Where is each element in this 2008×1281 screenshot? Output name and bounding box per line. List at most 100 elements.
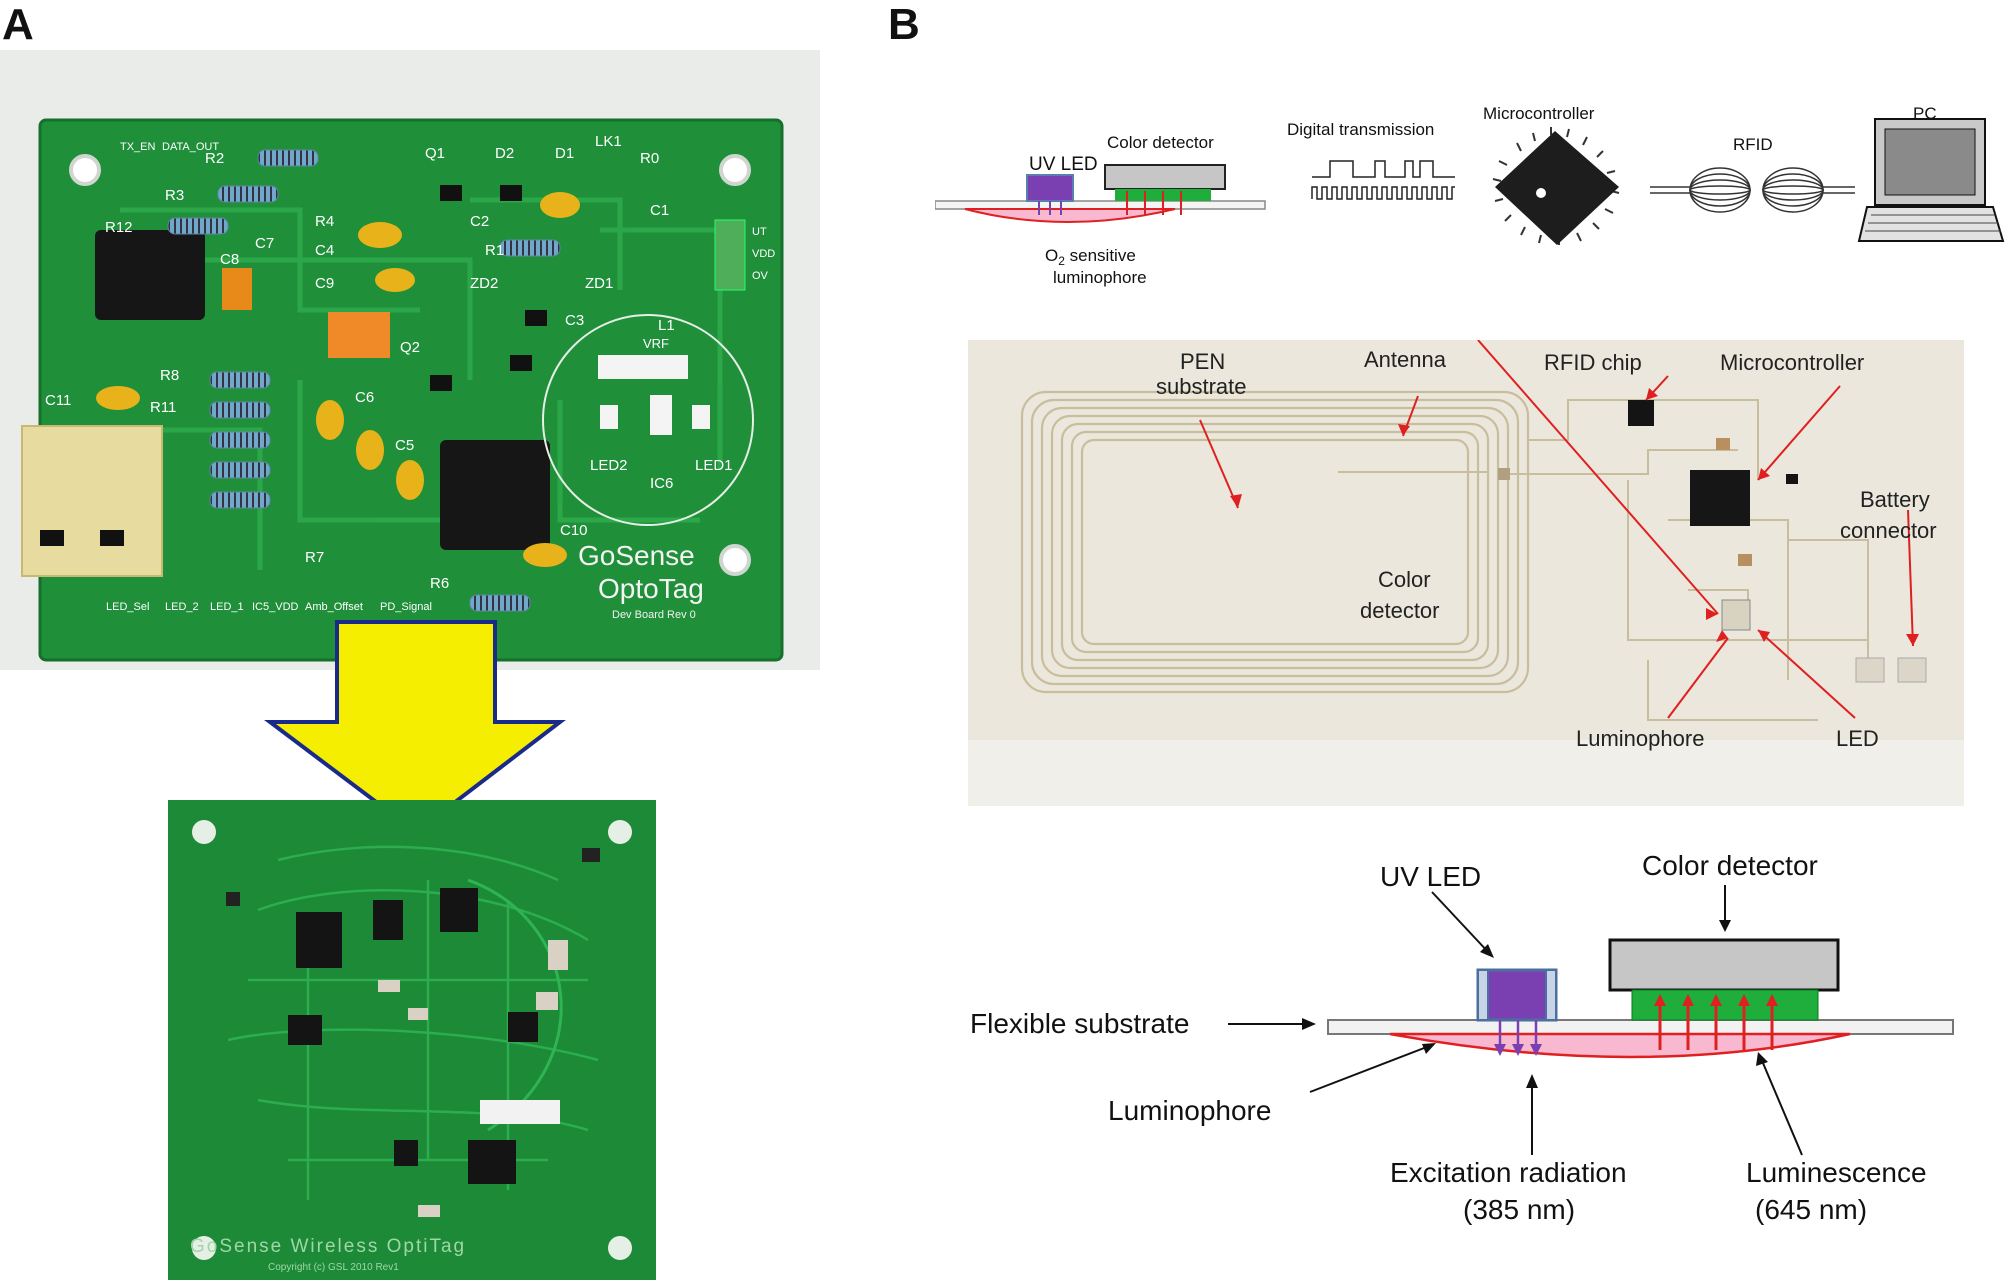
silk-label: ZD1 — [585, 275, 613, 292]
color-detector-device — [1608, 938, 1840, 992]
microcontroller-part — [1690, 470, 1750, 526]
silk-bottom-label: PD_Signal — [380, 601, 432, 613]
label-flexible-substrate: Flexible substrate — [970, 1008, 1189, 1039]
luminophore-film — [1389, 1032, 1851, 1059]
silk-label: LED1 — [695, 457, 733, 474]
silk-label: R7 — [305, 549, 324, 566]
wireless-board-photo: GoSense Wireless OptiTag Copyright (c) G… — [168, 800, 656, 1280]
silk-label: D1 — [555, 145, 574, 162]
silk-label: R2 — [205, 150, 224, 167]
label-rfid-chip: RFID chip — [1544, 350, 1642, 375]
silk-label: C6 — [355, 389, 374, 406]
wireless-board-silkscreen: GoSense Wireless OptiTag — [190, 1236, 466, 1257]
label-led-photo: LED — [1836, 726, 1879, 751]
silk-label: R4 — [315, 213, 334, 230]
photo-pointer-heads — [1230, 388, 1919, 646]
label-rfid: RFID — [1733, 135, 1773, 154]
printed-tag-photo: PEN substrate Antenna RFID chip Microcon… — [968, 340, 1964, 806]
silk-label: LED2 — [590, 457, 628, 474]
silk-label: UT — [752, 226, 767, 238]
label-luminescence-line2: (645 nm) — [1755, 1194, 1867, 1225]
label-color-detector-line1: Color — [1378, 567, 1431, 592]
label-color-detector-line2: detector — [1360, 598, 1440, 623]
silk-label: R0 — [640, 150, 659, 167]
battery-pad-2 — [1897, 657, 1927, 683]
rfid-chip-part — [1628, 400, 1654, 426]
label-excitation-line2: (385 nm) — [1463, 1194, 1575, 1225]
silk-label: C2 — [470, 213, 489, 230]
label-uv-led-top: UV LED — [1029, 154, 1098, 175]
silk-label: IC6 — [650, 475, 673, 492]
silk-label: R12 — [105, 219, 133, 236]
silk-label: R11 — [150, 399, 176, 416]
battery-pad-1 — [1855, 657, 1885, 683]
silk-label: L1 — [658, 317, 675, 334]
label-excitation-line1: Excitation radiation — [1390, 1157, 1627, 1188]
silk-label: R8 — [160, 367, 179, 384]
photo-pointer-arrows — [1199, 340, 1914, 719]
silk-label: C9 — [315, 275, 334, 292]
silk-bottom-label: LED_2 — [165, 601, 199, 613]
silk-bottom-label: LED_1 — [210, 601, 244, 613]
label-luminophore-cross: Luminophore — [1108, 1095, 1271, 1126]
silk-data-out: DATA_OUT — [162, 141, 219, 153]
silk-label: OV — [752, 270, 769, 282]
pc-laptop-icon — [1857, 118, 2005, 242]
silk-label: VRF — [643, 336, 669, 351]
label-luminescence-line1: Luminescence — [1746, 1157, 1927, 1188]
silk-label: R1 — [485, 242, 504, 259]
silk-bottom-label: IC5_VDD — [252, 601, 299, 613]
silk-label: Q2 — [400, 339, 420, 356]
label-color-detector-cross: Color detector — [1642, 850, 1818, 881]
label-battery-line1: Battery — [1860, 487, 1930, 512]
luminophore-layer — [964, 208, 1176, 223]
label-luminophore-photo: Luminophore — [1576, 726, 1704, 751]
rfid-coils-icon — [1650, 167, 1855, 213]
silk-label: VDD — [752, 248, 775, 260]
silk-label: C8 — [220, 251, 239, 268]
label-microcontroller-top: Microcontroller — [1483, 104, 1595, 123]
silk-bottom-label: Amb_Offset — [305, 601, 363, 613]
panel-label-a: A — [2, 0, 34, 49]
color-detector-block — [1104, 164, 1226, 190]
silk-label: C4 — [315, 242, 334, 259]
label-pen-line1: PEN — [1180, 349, 1225, 374]
silk-label: LK1 — [595, 133, 622, 150]
silk-label: R3 — [165, 187, 184, 204]
silk-label: C1 — [650, 202, 669, 219]
label-o2-luminophore-line1: O2 sensitive — [1045, 246, 1136, 268]
uv-led-device — [1476, 968, 1558, 1022]
label-pc: PC — [1913, 104, 1937, 123]
microcontroller-icon — [1492, 127, 1620, 245]
sensor-cross-section: UV LED Color detector Flexible substrate… — [970, 850, 1954, 1225]
silk-label: C11 — [45, 392, 71, 409]
board-logo-optotag: OptoTag — [598, 573, 704, 604]
silk-bottom-label: LED_Sel — [106, 601, 149, 613]
old-dev-board-photo: TX_EN DATA_OUT R2 R3 R12 C7 C8 Q1 D2 D1 … — [0, 50, 820, 670]
silk-label: C10 — [560, 522, 588, 539]
flexible-substrate-strip — [1327, 1019, 1954, 1035]
label-pen-line2: substrate — [1156, 374, 1247, 399]
silk-label: Q1 — [425, 145, 445, 162]
label-o2-luminophore-line2: luminophore — [1053, 268, 1147, 287]
silk-label: C7 — [255, 235, 274, 252]
label-battery-line2: connector — [1840, 518, 1937, 543]
board-revision: Dev Board Rev 0 — [612, 609, 696, 621]
silk-label: D2 — [495, 145, 514, 162]
wireless-board-copyright: Copyright (c) GSL 2010 Rev1 — [268, 1262, 399, 1273]
label-microcontroller-photo: Microcontroller — [1720, 350, 1864, 375]
uv-led-block — [1026, 174, 1074, 202]
board-logo-gosense: GoSense — [578, 540, 695, 571]
antenna-coil — [1020, 390, 1530, 694]
label-uv-led-cross: UV LED — [1380, 861, 1481, 892]
color-detector-part — [1721, 599, 1751, 631]
label-digital-transmission: Digital transmission — [1287, 120, 1434, 139]
substrate-strip — [935, 200, 1266, 210]
digital-waveform-icon — [1311, 160, 1455, 200]
silk-tx-en: TX_EN — [120, 141, 156, 153]
silk-label: C3 — [565, 312, 584, 329]
label-antenna: Antenna — [1364, 347, 1447, 372]
panel-label-b: B — [888, 0, 920, 49]
cross-section-pointer-heads — [1302, 920, 1768, 1088]
silk-label: R6 — [430, 575, 449, 592]
